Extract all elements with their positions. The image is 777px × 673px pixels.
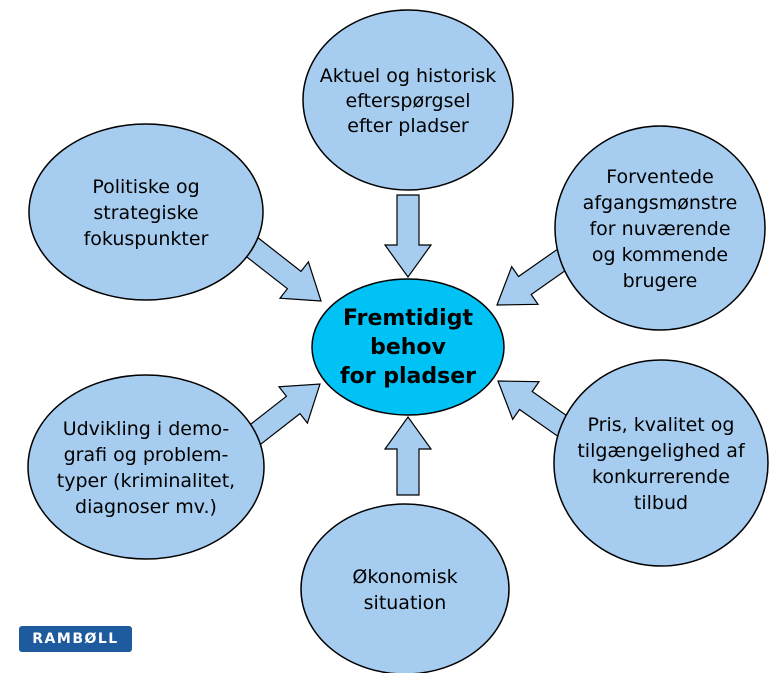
arrow-top (383, 194, 433, 279)
node-ellipse-top (302, 9, 514, 191)
node-upper-left: Politiske og strategiske fokuspunkter (28, 123, 264, 301)
node-label-upper-right-line: og kommende (592, 244, 728, 266)
node-upper-right: Forventede afgangsmønstre for nuværende og … (554, 125, 766, 331)
node-label-lower-left-line: grafi og problem- (64, 444, 229, 466)
nodes: Aktuel og historisk efterspørgsel efter pl… (27, 9, 769, 673)
node-label-bottom-line: situation (364, 592, 447, 614)
node-ellipse-upper-left (28, 123, 264, 301)
center-ellipse (311, 278, 505, 416)
node-label-lower-left-line: diagnoser mv.) (75, 496, 217, 518)
node-ellipse-lower-right (553, 359, 769, 567)
node-label-lower-right-line: Pris, kvalitet og (588, 414, 735, 436)
center-label-line: for pladser (340, 364, 476, 389)
ramboll-logo: RAMBØLL (19, 626, 132, 652)
center-node: Fremtidigt behov for pladser (311, 278, 505, 416)
node-lower-left: Udvikling i demo-grafi og problem-typer … (27, 374, 265, 560)
node-label-upper-left-line: fokuspunkter (84, 228, 209, 250)
node-ellipse-lower-left (27, 374, 265, 560)
node-lower-right: Pris, kvalitet og tilgængelighed af konkur… (553, 359, 769, 567)
node-label-upper-left-line: strategiske (93, 202, 198, 224)
node-label-upper-right-line: for nuværende (589, 218, 730, 240)
node-label-top-line: efterspørgsel (346, 90, 471, 112)
node-label-upper-left-line: Politiske og (92, 176, 199, 198)
node-label-top-line: Aktuel og historisk (320, 65, 497, 87)
node-label-lower-right-line: konkurrerende (592, 466, 730, 488)
node-label-top-line: efter pladser (347, 115, 469, 137)
node-ellipse-bottom (300, 503, 510, 673)
arrow-upper-left (242, 236, 322, 302)
node-bottom: Økonomisk situation (300, 503, 510, 673)
node-label-lower-left-line: typer (kriminalitet, (57, 470, 235, 492)
node-label-bottom-line: Økonomisk (352, 566, 457, 588)
node-label-lower-right-line: tilgængelighed af (577, 440, 746, 462)
node-ellipse-upper-right (554, 125, 766, 331)
node-label-upper-right-line: brugere (623, 270, 698, 292)
node-label-upper-right-line: Forventede (606, 166, 714, 188)
node-label-lower-right-line: tilbud (634, 492, 688, 514)
arrow-bottom (383, 415, 433, 496)
center-label-line: behov (370, 335, 446, 360)
node-label-lower-left-line: Udvikling i demo- (63, 418, 230, 440)
center-label-line: Fremtidigt (343, 306, 473, 331)
node-top: Aktuel og historisk efterspørgsel efter pl… (302, 9, 514, 191)
arrows (242, 194, 579, 496)
node-label-upper-right-line: afgangsmønstre (583, 192, 738, 214)
